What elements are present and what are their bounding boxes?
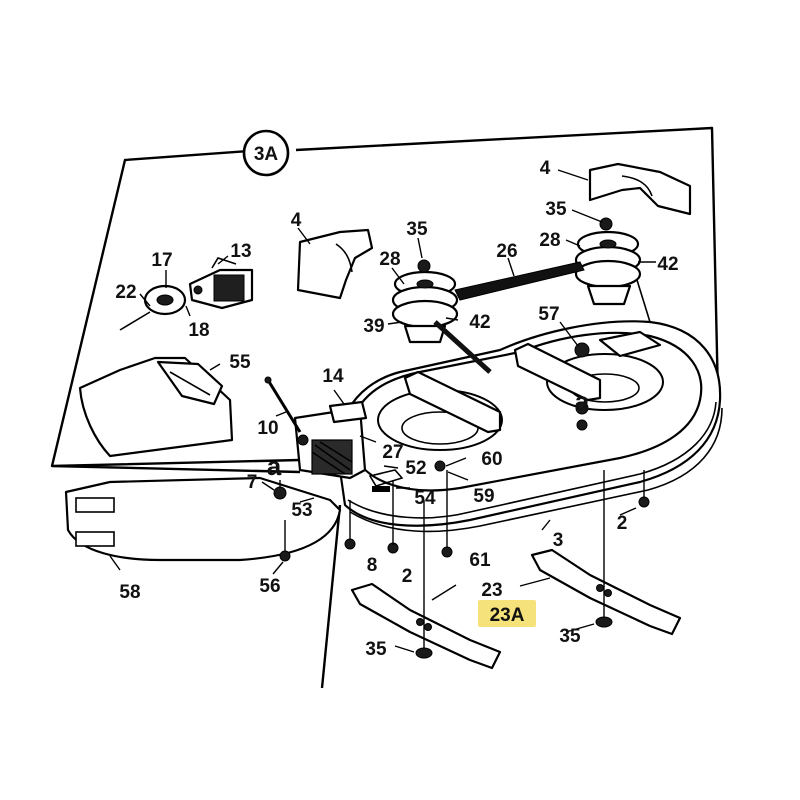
label-2-mid: 2 (402, 566, 413, 587)
label-57: 57 (538, 304, 559, 325)
label-8: 8 (367, 555, 378, 576)
label-18: 18 (188, 320, 209, 341)
label-39: 39 (363, 316, 384, 337)
label-35-right: 35 (559, 626, 581, 647)
label-54: 54 (414, 488, 436, 509)
mulch-cover (64, 476, 342, 562)
label-59: 59 (473, 486, 494, 507)
belt-guard-right (588, 162, 692, 216)
mower-deck (336, 320, 723, 533)
callout-circle-label: 3A (254, 144, 279, 165)
label-4-left: 4 (291, 210, 302, 231)
blade-right (530, 548, 682, 636)
label-2-right: 2 (617, 513, 628, 534)
label-23a: 23A (490, 605, 525, 626)
label-56: 56 (259, 576, 280, 597)
label-35-mid: 35 (406, 219, 428, 240)
label-35-left: 35 (365, 639, 387, 660)
label-53: 53 (291, 500, 312, 521)
label-14: 14 (322, 366, 344, 387)
blade-left (350, 582, 502, 670)
drive-belt (454, 261, 585, 301)
discharge-chute (78, 356, 234, 458)
label-28-mid: 28 (379, 249, 400, 270)
label-17: 17 (151, 250, 172, 271)
idler-arm-assembly (119, 257, 254, 331)
label-28-right: 28 (539, 230, 560, 251)
pulley-right (574, 230, 642, 306)
label-35-top: 35 (545, 199, 567, 220)
label-26: 26 (496, 241, 517, 262)
spring-bracket (328, 400, 368, 424)
label-3: 3 (553, 530, 564, 551)
marker-a-right: a (575, 386, 590, 416)
marker-a-left: a (267, 451, 282, 481)
exploded-view-frame (50, 126, 720, 689)
label-27: 27 (382, 442, 403, 463)
label-58: 58 (119, 582, 140, 603)
highlight-23a (478, 600, 536, 627)
label-4-top: 4 (540, 158, 551, 179)
label-23: 23 (481, 580, 502, 601)
lift-rod (266, 379, 302, 433)
label-55: 55 (229, 352, 251, 373)
label-52: 52 (405, 458, 426, 479)
belt-strand (433, 320, 492, 374)
label-22: 22 (115, 282, 136, 303)
label-42-mid: 42 (469, 312, 490, 333)
callout-circle-3a: 3A (242, 129, 290, 177)
belt-guard-left (296, 228, 374, 300)
deck-hanger-bracket (293, 406, 367, 480)
label-42-right: 42 (657, 254, 678, 275)
part-labels: 4 35 28 42 4 35 26 28 17 13 22 18 39 42 … (115, 158, 678, 660)
label-60: 60 (481, 449, 502, 470)
label-10: 10 (257, 418, 278, 439)
label-13: 13 (230, 241, 251, 262)
label-7: 7 (247, 472, 258, 493)
label-61: 61 (469, 550, 491, 571)
